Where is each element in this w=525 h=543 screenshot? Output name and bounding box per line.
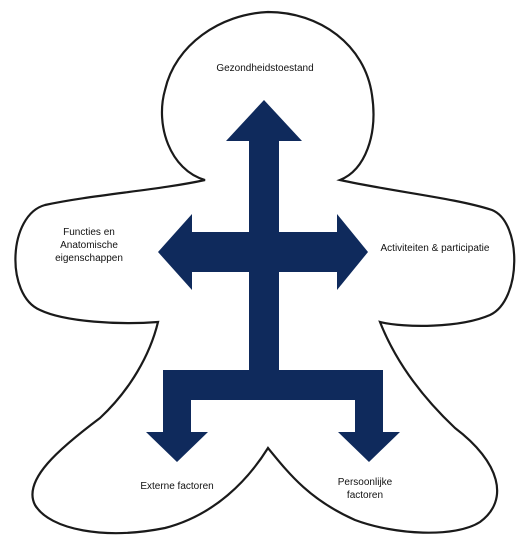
horizontal-shaft <box>190 232 340 272</box>
arrow-structure <box>146 100 400 462</box>
label-external-factors: Externe factoren <box>140 481 214 492</box>
label-health-condition: Gezondheidstoestand <box>216 63 314 74</box>
bottom-crossbar <box>163 370 383 400</box>
arrow-left-head <box>158 214 192 290</box>
arrow-down-right-head <box>338 432 400 462</box>
arrow-up-head <box>226 100 302 141</box>
left-down-shaft <box>163 385 191 433</box>
arrow-right-head <box>337 214 368 290</box>
label-personal-factors: Persoonlijke factoren <box>337 477 393 501</box>
right-down-shaft <box>355 385 383 433</box>
arrow-down-left-head <box>146 432 208 462</box>
label-functions: Functies en Anatomische eigenschappen <box>55 227 123 264</box>
label-activities: Activiteiten & participatie <box>380 243 490 254</box>
